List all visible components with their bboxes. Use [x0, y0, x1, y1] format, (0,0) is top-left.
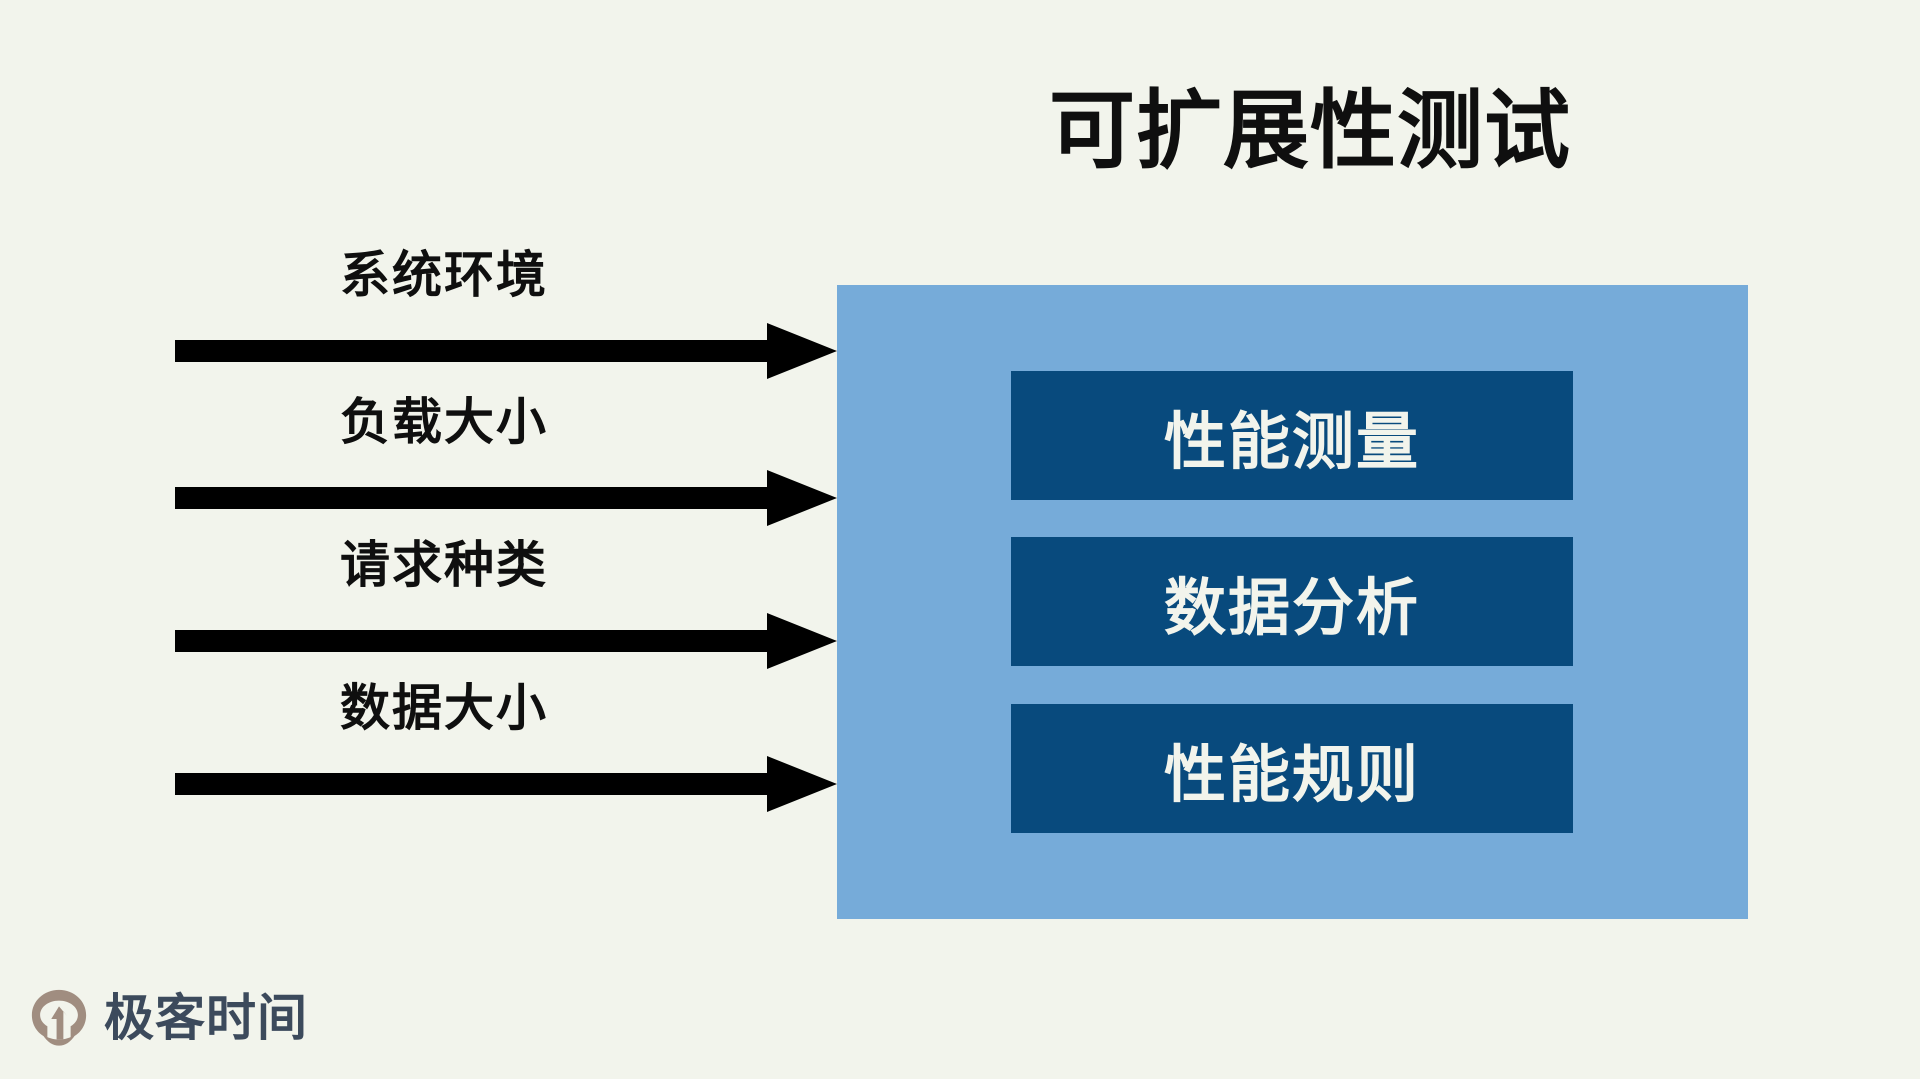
input-label-data-size: 数据大小: [340, 680, 548, 736]
input-row: 负载大小: [0, 397, 860, 527]
brand-logo: 极客时间: [28, 982, 308, 1054]
input-label-request-types: 请求种类: [340, 537, 548, 593]
input-label-load-size: 负载大小: [340, 394, 548, 450]
process-panel: 性能测量 数据分析 性能规则: [837, 285, 1748, 919]
arrow-shaft: [175, 487, 770, 509]
arrow-right-icon: [175, 470, 837, 526]
geektime-logo-icon: [31, 989, 87, 1046]
process-box-performance-measurement: 性能测量: [1011, 371, 1573, 500]
arrow-right-icon: [175, 323, 837, 379]
arrow-head: [767, 756, 837, 812]
brand-name: 极客时间: [104, 990, 308, 1046]
input-label-system-environment: 系统环境: [340, 247, 548, 303]
process-box-performance-rules: 性能规则: [1011, 704, 1573, 833]
arrow-head: [767, 613, 837, 669]
arrow-shaft: [175, 630, 770, 652]
process-box-data-analysis: 数据分析: [1011, 537, 1573, 666]
input-row: 系统环境: [0, 250, 860, 380]
page-title: 可扩展性测试: [1049, 83, 1571, 179]
input-row: 数据大小: [0, 683, 860, 813]
arrow-right-icon: [175, 613, 837, 669]
arrow-right-icon: [175, 756, 837, 812]
arrow-head: [767, 323, 837, 379]
input-row: 请求种类: [0, 540, 860, 670]
arrow-head: [767, 470, 837, 526]
arrow-shaft: [175, 340, 770, 362]
arrow-shaft: [175, 773, 770, 795]
